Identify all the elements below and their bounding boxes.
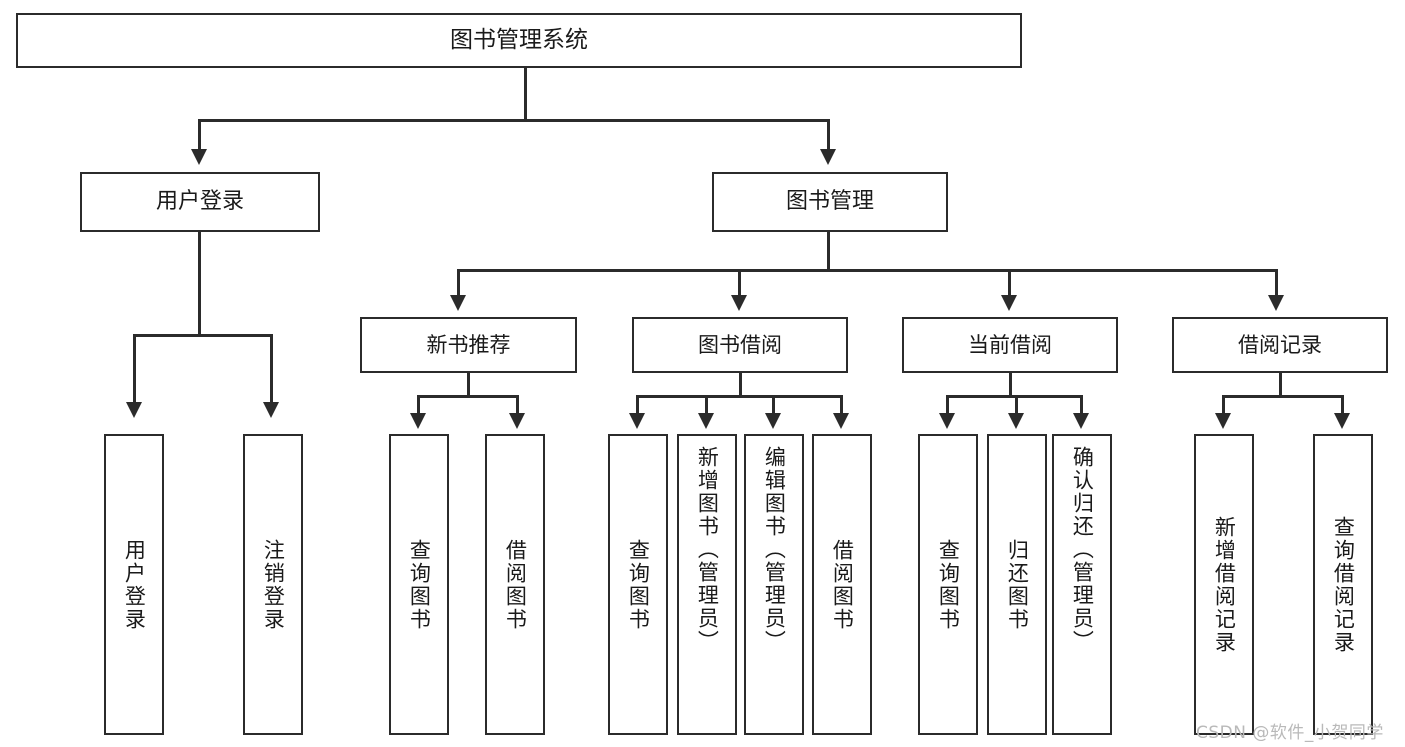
node-label: 编辑图书（管理员） [762,446,787,653]
node-label: 查询图书 [407,538,432,631]
edge-borrow-stem [739,373,742,397]
node-label: 当前借阅 [968,332,1052,357]
node-label: 新书推荐 [426,332,511,357]
node-label: 图书管理系统 [450,26,588,53]
arrow-login-to-leaf2 [263,402,279,418]
arrow-login-to-leaf1 [126,402,142,418]
edge-borrow-to-leaf2 [705,395,708,413]
node-label: 借阅图书 [503,538,528,631]
leaf-add-book-admin[interactable]: 新增图书（管理员） [677,434,737,735]
leaf-user-login[interactable]: 用户登录 [104,434,164,735]
edge-records-to-leaf2 [1341,395,1344,413]
edge-root-bus [198,119,830,122]
node-label: 图书管理 [785,189,874,215]
node-label: 借阅图书 [830,538,855,631]
node-label: 新增图书（管理员） [695,446,720,653]
node-borrow-records[interactable]: 借阅记录 [1172,317,1388,373]
arrow-root-to-bookmgmt [820,149,836,165]
edge-bookmgmt-to-l2-1 [457,269,460,295]
edge-borrow-to-leaf4 [840,395,843,413]
arrow-current-to-leaf2 [1008,413,1024,429]
arrow-bookmgmt-to-l2-2 [731,295,747,311]
node-user-login[interactable]: 用户登录 [80,172,320,232]
arrow-bookmgmt-to-l2-3 [1001,295,1017,311]
node-book-management[interactable]: 图书管理 [712,172,948,232]
node-label: 查询借阅记录 [1331,515,1356,654]
arrow-borrow-to-leaf1 [629,413,645,429]
node-label: 查询图书 [936,538,961,631]
edge-borrow-to-leaf3 [772,395,775,413]
edge-login-bus [133,334,273,337]
arrow-borrow-to-leaf4 [833,413,849,429]
edge-root-stem [524,68,527,120]
edge-recommend-to-leaf1 [417,395,420,413]
arrow-recommend-to-leaf2 [509,413,525,429]
node-label: 确认归还（管理员） [1070,446,1095,653]
edge-records-bus [1222,395,1344,398]
edge-current-stem [1009,373,1012,397]
arrow-records-to-leaf1 [1215,413,1231,429]
edge-records-to-leaf1 [1222,395,1225,413]
edge-bookmgmt-to-l2-4 [1275,269,1278,295]
node-book-borrow[interactable]: 图书借阅 [632,317,848,373]
edge-bookmgmt-stem [827,232,830,272]
node-root-system[interactable]: 图书管理系统 [16,13,1022,68]
node-new-book-recommend[interactable]: 新书推荐 [360,317,577,373]
arrow-borrow-to-leaf2 [698,413,714,429]
leaf-add-borrow-record[interactable]: 新增借阅记录 [1194,434,1254,735]
leaf-edit-book-admin[interactable]: 编辑图书（管理员） [744,434,804,735]
edge-bookmgmt-to-l2-3 [1008,269,1011,295]
arrow-bookmgmt-to-l2-4 [1268,295,1284,311]
leaf-query-borrow-record[interactable]: 查询借阅记录 [1313,434,1373,735]
edge-root-to-login [198,119,201,149]
node-label: 用户登录 [155,189,244,215]
leaf-return-books[interactable]: 归还图书 [987,434,1047,735]
arrow-borrow-to-leaf3 [765,413,781,429]
node-label: 查询图书 [626,538,651,631]
edge-current-to-leaf3 [1080,395,1083,413]
leaf-logout[interactable]: 注销登录 [243,434,303,735]
edge-current-to-leaf2 [1015,395,1018,413]
edge-login-stem [198,232,201,336]
leaf-confirm-return-admin[interactable]: 确认归还（管理员） [1052,434,1112,735]
node-label: 注销登录 [261,538,286,631]
leaf-borrow-books-recommend[interactable]: 借阅图书 [485,434,545,735]
edge-current-to-leaf1 [946,395,949,413]
node-label: 借阅记录 [1238,332,1322,357]
arrow-current-to-leaf1 [939,413,955,429]
node-current-borrow[interactable]: 当前借阅 [902,317,1118,373]
leaf-query-books-recommend[interactable]: 查询图书 [389,434,449,735]
edge-borrow-bus [636,395,843,398]
edge-bookmgmt-bus [457,269,1278,272]
arrow-root-to-login [191,149,207,165]
leaf-query-books-current[interactable]: 查询图书 [918,434,978,735]
edge-recommend-bus [417,395,519,398]
edge-borrow-to-leaf1 [636,395,639,413]
edge-login-to-leaf1 [133,334,136,402]
watermark-text: CSDN @软件_小贺同学 [1196,723,1384,743]
edge-recommend-stem [467,373,470,397]
leaf-borrow-books[interactable]: 借阅图书 [812,434,872,735]
edge-root-to-bookmgmt [827,119,830,149]
arrow-records-to-leaf2 [1334,413,1350,429]
arrow-recommend-to-leaf1 [410,413,426,429]
edge-bookmgmt-to-l2-2 [738,269,741,295]
edge-current-bus [946,395,1083,398]
edge-login-to-leaf2 [270,334,273,402]
leaf-query-books-borrow[interactable]: 查询图书 [608,434,668,735]
arrow-bookmgmt-to-l2-1 [450,295,466,311]
node-label: 归还图书 [1005,538,1030,631]
edge-recommend-to-leaf2 [516,395,519,413]
node-label: 图书借阅 [698,332,782,357]
node-label: 新增借阅记录 [1212,515,1237,654]
arrow-current-to-leaf3 [1073,413,1089,429]
node-label: 用户登录 [122,538,147,631]
edge-records-stem [1279,373,1282,397]
